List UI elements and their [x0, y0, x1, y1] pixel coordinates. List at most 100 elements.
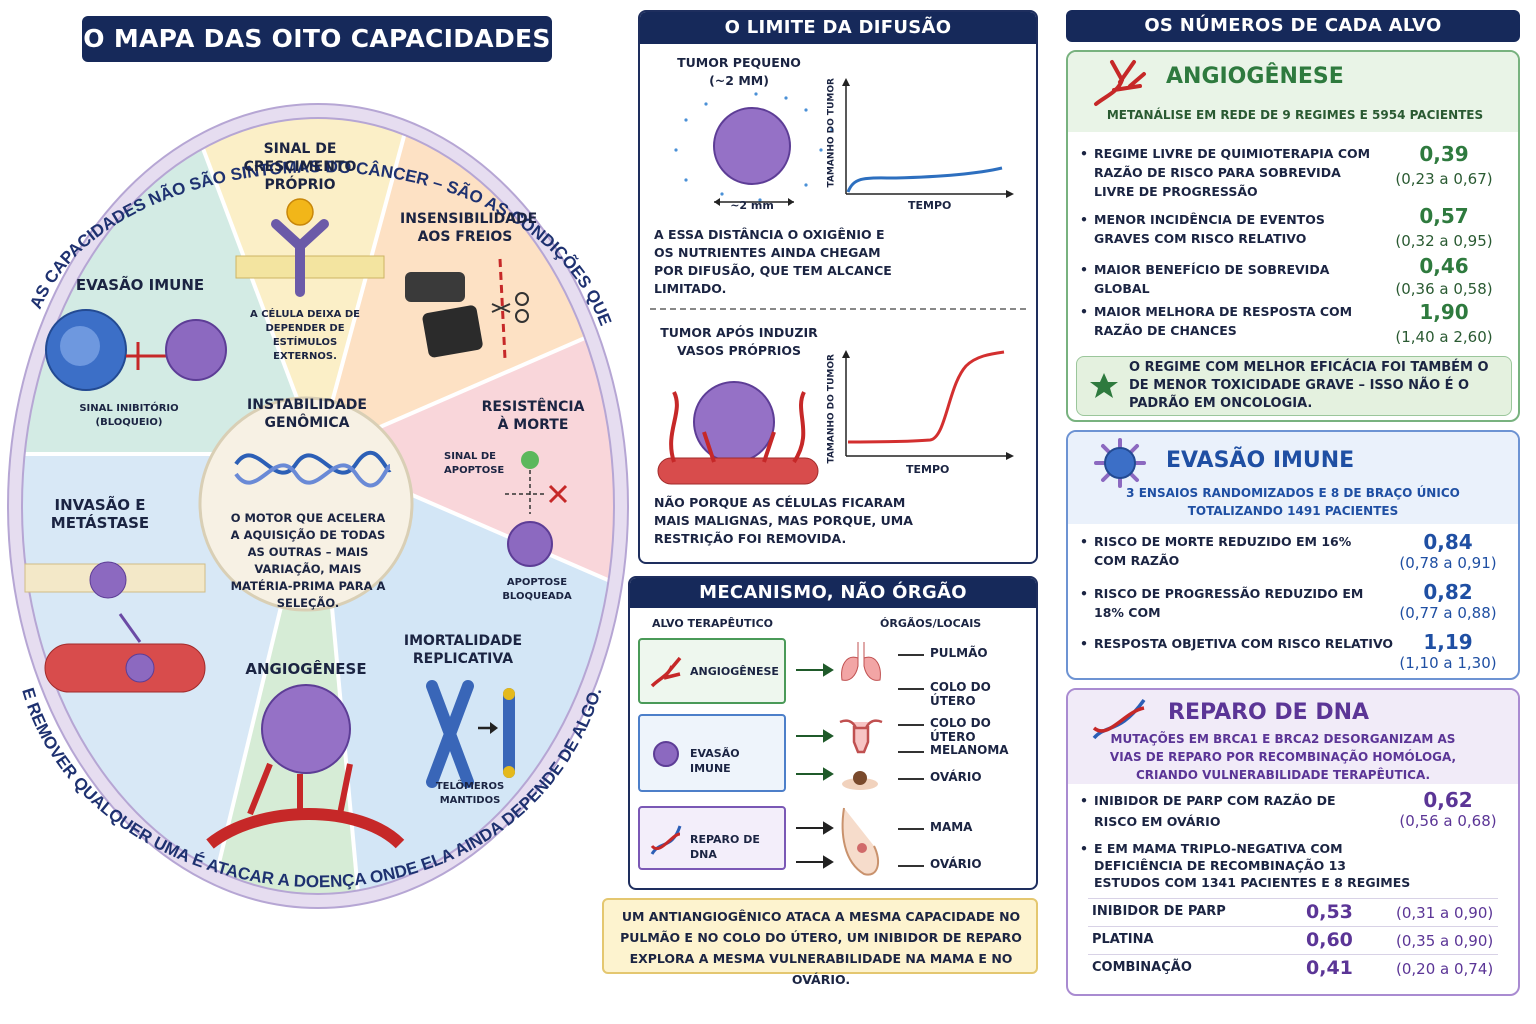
organ-line-7 — [898, 865, 924, 867]
uterus-icon — [839, 719, 883, 754]
target-dna: REPARO DE DNA — [638, 806, 786, 870]
brake-pedal-icon — [405, 258, 507, 360]
organ-cervix-2: COLO DO ÚTERO — [930, 716, 991, 744]
diffusion-text-2: NÃO PORQUE AS CÉLULAS FICARAM MAIS MALIG… — [654, 495, 913, 546]
mechanism-note: UM ANTIANGIOGÊNICO ATACA A MESMA CAPACID… — [602, 898, 1038, 987]
flat-chart-xlabel: TEMPO — [908, 199, 952, 212]
angio-highlight-text: O REGIME COM MELHOR EFICÁCIA FOI TAMBÉM … — [1129, 360, 1489, 411]
dna-table-row-2: PLATINA 0,60 (0,35 a 0,90) — [1088, 926, 1498, 954]
dna-card-sub: MUTAÇÕES EM BRCA1 E BRCA2 DESORGANIZAM A… — [1109, 732, 1457, 782]
organ-cervix-1: COLO DO ÚTERO — [930, 680, 991, 708]
steep-chart-xlabel: TEMPO — [906, 463, 950, 476]
mechanism-panel: MECANISMO, NÃO ÓRGÃO ALVO TERAPÊUTICO ÓR… — [628, 576, 1038, 890]
col-target: ALVO TERAPÊUTICO — [652, 617, 774, 630]
organ-melanoma: MELANOMA — [930, 743, 1009, 757]
dna-table-row-1: INIBIDOR DE PARP 0,53 (0,31 a 0,90) — [1088, 898, 1498, 926]
dna-card-title: REPARO DE DNA — [1168, 700, 1370, 725]
star-icon — [1090, 373, 1118, 398]
dna-card-header — [1068, 690, 1518, 784]
dna-table-row-2-label: PLATINA — [1092, 932, 1154, 947]
dna-row-1-ci: (0,56 a 0,68) — [1399, 812, 1497, 830]
immune-row-3-value: 1,19 — [1423, 630, 1473, 654]
center-title: INSTABILIDADE GENÔMICA — [247, 397, 367, 431]
angio-row-4-ci: (1,40 a 2,60) — [1395, 328, 1493, 346]
invasion-title: INVASÃO E METÁSTASE — [50, 496, 150, 532]
immune-title: EVASÃO IMUNE — [75, 276, 205, 294]
death-caption: APOPTOSE BLOQUEADA — [502, 577, 572, 602]
mechanism-title: MECANISMO, NÃO ÓRGÃO — [630, 578, 1036, 608]
scissors-icon — [491, 292, 529, 323]
angio-row-4-label: MAIOR MELHORA DE RESPOSTA COM RAZÃO DE C… — [1080, 302, 1374, 340]
dna-row-1-value: 0,62 — [1423, 788, 1473, 812]
dna-table-row-3-label: COMBINAÇÃO — [1092, 960, 1192, 975]
organ-line-4 — [898, 751, 924, 753]
diffusion-title: O LIMITE DA DIFUSÃO — [640, 12, 1036, 44]
mechanism-arrows — [796, 663, 834, 869]
organ-line-3 — [898, 724, 924, 726]
capabilities-wheel: AS CAPACIDADES NÃO SÃO SINTOMAS DO CÂNCE… — [0, 74, 629, 909]
dna-small-icon — [650, 825, 682, 855]
diffusion-text-1: A ESSA DISTÂNCIA O OXIGÊNIO E OS NUTRIEN… — [654, 227, 892, 296]
angio-row-2-label: MENOR INCIDÊNCIA DE EVENTOS GRAVES COM R… — [1080, 210, 1374, 248]
angio-row-3-label: MAIOR BENEFÍCIO DE SOBREVIDA GLOBAL — [1080, 260, 1374, 298]
immune-row-1-ci: (0,78 a 0,91) — [1399, 554, 1497, 572]
angio-row-3-value: 0,46 — [1419, 254, 1469, 278]
immune-row-2-value: 0,82 — [1423, 580, 1473, 604]
numbers-title: OS NÚMEROS DE CADA ALVO — [1066, 10, 1520, 42]
dna-table-row-3: COMBINAÇÃO 0,41 (0,20 a 0,74) — [1088, 954, 1498, 982]
dna-row-2-label: E EM MAMA TRIPLO-NEGATIVA COM DEFICIÊNCI… — [1080, 840, 1414, 891]
receptor-icon — [235, 198, 385, 297]
mechanism-note-text: UM ANTIANGIOGÊNICO ATACA A MESMA CAPACID… — [620, 909, 1022, 987]
organ-line-5 — [898, 778, 924, 780]
immune-row-2-label: RISCO DE PROGRESSÃO REDUZIDO EM 18% COM — [1080, 584, 1394, 622]
immune-row-3-ci: (1,10 a 1,30) — [1399, 654, 1497, 672]
diffusion-panel: O LIMITE DA DIFUSÃO TUMOR PEQUENO (~2 mm… — [638, 10, 1038, 564]
growth-chart-flat — [842, 78, 1014, 198]
organ-line-6 — [898, 828, 924, 830]
growth-caption: A CÉLULA DEIXA DE DEPENDER DE ESTÍMULOS … — [249, 309, 361, 362]
angio-row-2-ci: (0,32 a 0,95) — [1395, 232, 1493, 250]
dna-row-1-label: INIBIDOR DE PARP COM RAZÃO DE RISCO EM O… — [1080, 790, 1364, 832]
target-angio: ANGIOGÊNESE — [638, 638, 786, 704]
lung-icon — [841, 642, 881, 681]
immune-row-2-ci: (0,77 a 0,88) — [1399, 604, 1497, 622]
angio-row-1-value: 0,39 — [1419, 142, 1469, 166]
immune-card-header — [1068, 432, 1518, 524]
organ-ovary-2: OVÁRIO — [930, 857, 982, 871]
angio-row-1-label: REGIME LIVRE DE QUIMIOTERAPIA COM RAZÃO … — [1080, 144, 1374, 201]
organ-breast: MAMA — [930, 820, 973, 834]
dna-table-row-3-value: 0,41 — [1306, 957, 1353, 979]
immune-row-3-label: RESPOSTA OBJETIVA COM RISCO RELATIVO — [1080, 634, 1394, 653]
angio-card-title: ANGIOGÊNESE — [1166, 64, 1344, 89]
angio-row-3-ci: (0,36 a 0,58) — [1395, 280, 1493, 298]
growth-chart-steep — [842, 350, 1014, 460]
dna-icon — [234, 450, 392, 488]
flat-chart-ylabel: TAMANHO DO TUMOR — [826, 78, 837, 188]
breast-icon — [841, 807, 880, 876]
angio-card: ANGIOGÊNESE METANÁLISE EM REDE DE 9 REGI… — [1066, 50, 1520, 422]
angio-row-4-value: 1,90 — [1419, 300, 1469, 324]
angio-card-header — [1068, 52, 1518, 132]
telomere-icon — [426, 680, 515, 788]
dna-table-row-2-ci: (0,35 a 0,90) — [1396, 932, 1494, 950]
immortal-title: IMORTALIDADE REPLICATIVA — [403, 633, 523, 667]
immortal-caption: TELÔMEROS MANTIDOS — [435, 781, 505, 806]
immune-cell-icon — [45, 309, 227, 391]
target-angio-label: ANGIOGÊNESE — [690, 665, 779, 678]
dna-card-icon — [1092, 698, 1146, 740]
segment-death — [318, 314, 614, 594]
target-immune: EVASÃO IMUNE — [638, 714, 786, 792]
target-immune-label: EVASÃO IMUNE — [690, 747, 740, 775]
death-signal: SINAL DE APOPTOSE — [444, 451, 505, 476]
small-tumor-label: TUMOR PEQUENO (~2 mm) — [677, 55, 801, 88]
dna-table-row-1-value: 0,53 — [1306, 901, 1353, 923]
dna-table-row-1-label: INIBIDOR DE PARP — [1092, 904, 1226, 919]
small-tumor-illustration — [674, 92, 834, 206]
immune-cell-card-icon — [1094, 438, 1146, 488]
angio-row-2-value: 0,57 — [1419, 204, 1469, 228]
organ-line-2 — [898, 688, 924, 690]
center-circle — [198, 396, 414, 612]
vessel-branch-icon — [650, 656, 682, 688]
size-label: ~2 mm — [730, 199, 774, 212]
angio-highlight: O REGIME COM MELHOR EFICÁCIA FOI TAMBÉM … — [1076, 356, 1512, 416]
